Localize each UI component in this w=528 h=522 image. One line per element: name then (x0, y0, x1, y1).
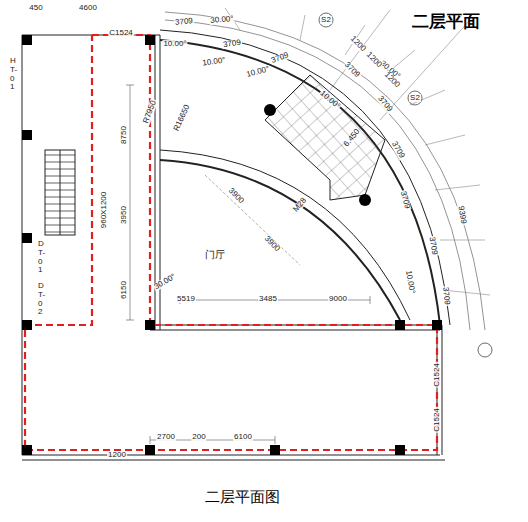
dimension-text: 450 (28, 4, 43, 12)
figure-caption: 二层平面图 (205, 488, 280, 507)
column (145, 320, 155, 330)
angle-dimension: 10.00° (404, 269, 416, 295)
tag-label: S2 (320, 16, 332, 24)
dimension-text: 6100 (233, 433, 253, 441)
tag-label: HT-01 (9, 57, 19, 92)
radius-dimension: R7950 (142, 99, 158, 126)
angle-dimension: 10.00° (245, 65, 271, 79)
dimension-text: 8750 (120, 125, 128, 145)
dimension-text: 3709 (399, 189, 412, 210)
dimension-text: 3709 (222, 39, 243, 50)
dimension-text: 9000 (328, 295, 348, 303)
angle-dimension: 30.00° (209, 15, 235, 25)
column (432, 320, 442, 330)
tag-label: DT-01 (37, 240, 47, 275)
dimension-text: 1200 (107, 451, 127, 459)
column (22, 445, 32, 455)
dimension-text: 9399 (456, 205, 467, 226)
column (22, 130, 32, 140)
dimension-text: 3485 (258, 295, 278, 303)
column (145, 35, 155, 45)
dimension-text: 3900 (226, 186, 246, 206)
dimension-text: 3709 (376, 94, 395, 114)
angle-dimension: 10.00° (201, 56, 227, 67)
dimension-text: 5519 (176, 295, 196, 303)
tag-label: DT-02 (37, 282, 47, 317)
plan-title: 二层平面 (412, 10, 480, 33)
tag-label: C1524 (433, 362, 441, 388)
tag-label: M28 (291, 196, 308, 215)
dimension-text: 3709 (174, 17, 194, 27)
dimension-text: 4600 (78, 4, 98, 12)
dimension-text: 3950 (120, 205, 128, 225)
tag-label: C1524 (108, 29, 134, 37)
column (395, 445, 405, 455)
dimension-text: 3709 (441, 286, 451, 306)
radius-dimension: R16650 (172, 103, 192, 134)
dimension-text: 960X1200 (100, 191, 108, 229)
dimension-text: 1200 (348, 34, 368, 54)
column (395, 320, 405, 330)
dimension-text: 200 (191, 433, 206, 441)
dimension-text: 1200 (364, 50, 384, 70)
angle-dimension: 30.00° (152, 272, 178, 292)
tag-label: S2 (409, 94, 421, 102)
column (22, 233, 32, 243)
dimension-text: 3709 (427, 236, 438, 257)
dimension-text: 6150 (120, 280, 128, 300)
column (145, 445, 155, 455)
dimension-text: 3900 (262, 234, 282, 254)
column (270, 445, 280, 455)
dimension-text: 3709 (390, 139, 407, 160)
column (22, 320, 32, 330)
angle-dimension: 10.00° (162, 40, 187, 48)
room-label: 门厅 (204, 250, 226, 260)
column (22, 35, 32, 45)
dimension-text: 2700 (156, 433, 176, 441)
tag-label: C1524 (433, 407, 441, 433)
